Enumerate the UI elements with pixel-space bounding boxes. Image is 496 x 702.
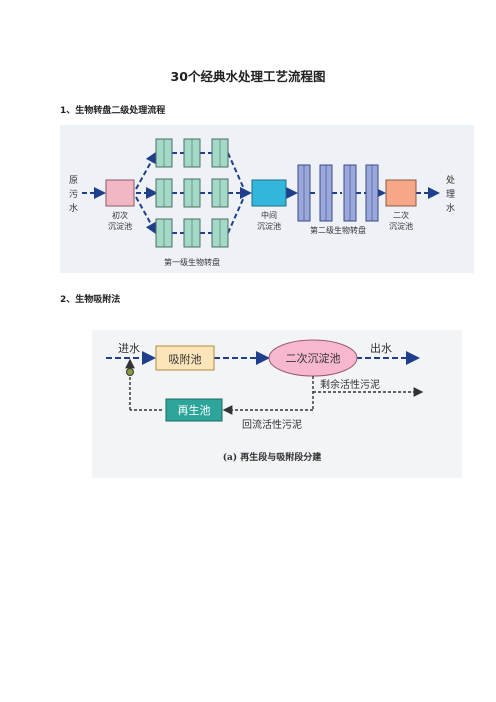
stage2-disc-array — [297, 164, 379, 222]
section-heading-2: 2、生物吸附法 — [60, 295, 121, 305]
primary-sedimentation-tank — [105, 179, 135, 207]
stage2-label: 第二级生物转盘 — [310, 225, 366, 235]
svg-text:原: 原 — [69, 175, 78, 186]
primary-tank-label: 初次 沉淀池 — [108, 210, 132, 231]
excess-sludge-label: 剩余活性污泥 — [320, 378, 380, 391]
svg-text:沉淀池: 沉淀池 — [257, 221, 281, 231]
secondary-tank-label: 二次 沉淀池 — [389, 210, 413, 231]
svg-text:二次: 二次 — [393, 210, 409, 220]
svg-text:沉淀池: 沉淀池 — [389, 221, 413, 231]
raw-water-label: 原 污 水 — [69, 175, 78, 214]
regeneration-tank — [165, 398, 223, 422]
svg-text:处: 处 — [446, 174, 455, 186]
regeneration-tank-label: 再生池 — [178, 403, 211, 417]
figure-rotating-disc-flow: 原 污 水 — [60, 125, 474, 273]
secondary-sedimentation-tank — [385, 179, 417, 207]
figure-caption: (a) 再生段与吸附段分建 — [223, 451, 322, 463]
svg-text:污: 污 — [69, 188, 78, 200]
figure-biosorption-flow: 进水 出水 吸附池 二次沉淀池 剩余活性污泥 再生池 回流活性污泥 (a — [92, 330, 462, 478]
stage1-label: 第一级生物转盘 — [164, 257, 220, 267]
middle-sedimentation-tank — [251, 179, 287, 207]
return-sludge-label: 回流活性污泥 — [242, 418, 302, 431]
flow-arrow-converge-bot — [227, 196, 245, 234]
treated-water-label: 处 理 水 — [446, 174, 455, 214]
svg-text:初次: 初次 — [112, 210, 128, 220]
page-title: 30个经典水处理工艺流程图 — [170, 69, 326, 84]
svg-text:沉淀池: 沉淀池 — [108, 221, 132, 231]
svg-text:理: 理 — [446, 189, 455, 200]
flow-arrow-converge-top — [227, 152, 245, 190]
inlet-label: 进水 — [118, 342, 140, 355]
section-heading-1: 1、生物转盘二级处理流程 — [60, 106, 166, 116]
middle-tank-label: 中间 沉淀池 — [257, 210, 281, 231]
svg-text:水: 水 — [446, 202, 455, 214]
valve-icon — [126, 368, 134, 376]
flow-arrow-branch-bot — [135, 196, 157, 235]
svg-text:水: 水 — [69, 202, 78, 214]
outlet-label: 出水 — [370, 341, 392, 355]
secondary-clarifier-label: 二次沉淀池 — [286, 351, 341, 365]
adsorption-tank — [155, 345, 215, 371]
svg-text:中间: 中间 — [261, 210, 277, 220]
adsorption-tank-label: 吸附池 — [169, 352, 202, 366]
flow-arrow-branch-top — [135, 151, 157, 190]
